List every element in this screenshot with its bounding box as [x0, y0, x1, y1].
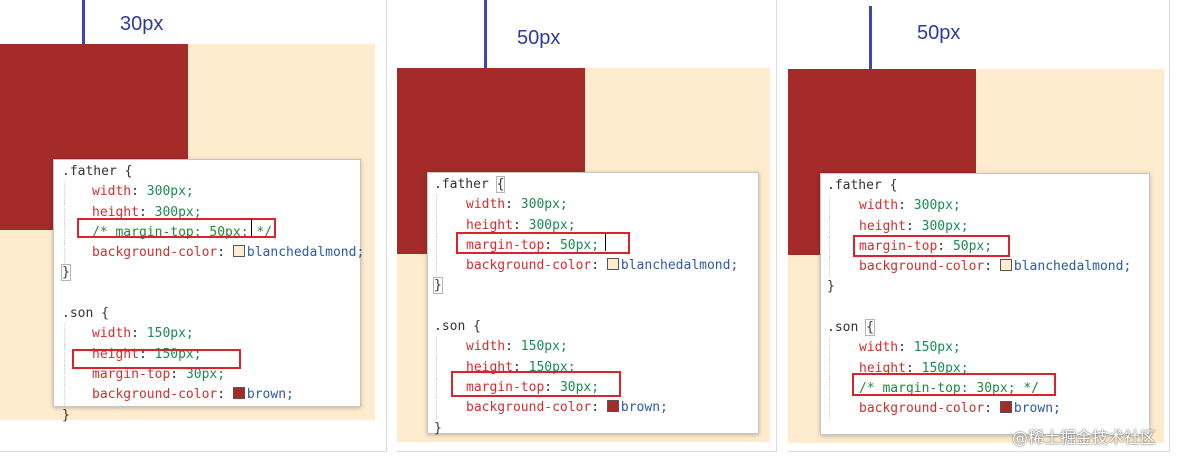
prop-width: width — [466, 197, 506, 213]
val-bg: brown; — [1013, 401, 1061, 417]
prop-height: height — [859, 360, 906, 376]
val-height: 300px; — [154, 204, 202, 220]
val-width: 150px; — [520, 339, 568, 355]
prop-bg: background-color — [859, 259, 985, 275]
selector-son: .son — [827, 320, 859, 336]
val-width: 300px; — [913, 198, 961, 214]
prop-width: width — [92, 326, 132, 342]
close-brace: } — [827, 279, 835, 295]
highlight-box — [77, 218, 276, 238]
val-margin-top: 50px; — [559, 237, 600, 253]
close-brace: } — [61, 264, 71, 282]
color-swatch-icon[interactable] — [999, 259, 1012, 272]
selector-father: .father — [434, 177, 489, 192]
prop-height: height — [859, 218, 906, 234]
val-width: 150px; — [146, 326, 194, 342]
code-editor[interactable]: .father { width: 300px; height: 300px; m… — [427, 172, 759, 436]
prop-margin-top: margin-top — [92, 366, 171, 382]
val-bg: brown; — [246, 387, 294, 403]
val-height: 300px; — [921, 218, 969, 234]
watermark: @稀土掘金技术社区 — [1012, 428, 1157, 447]
code-editor[interactable]: .father { width: 300px; height: 300px; m… — [820, 173, 1150, 435]
prop-margin-top: margin-top — [466, 237, 545, 253]
highlight-box — [451, 371, 621, 397]
selector-son: .son — [62, 306, 94, 322]
highlight-box — [853, 235, 1010, 257]
open-brace: { — [473, 319, 481, 335]
val-margin-top: 50px; — [952, 238, 993, 254]
val-height: 150px; — [528, 359, 576, 375]
prop-height: height — [466, 217, 513, 233]
selector-father: .father — [62, 164, 117, 179]
prop-bg: background-color — [92, 387, 218, 403]
val-width: 300px; — [520, 197, 568, 213]
val-width: 150px; — [913, 340, 961, 356]
prop-width: width — [92, 184, 132, 200]
margin-measure-line — [484, 0, 487, 68]
color-swatch-icon[interactable] — [606, 400, 619, 413]
open-brace: { — [124, 164, 133, 179]
preview-panel-3: 50px .father { width: 300px; height: 300… — [788, 0, 1170, 452]
close-brace: } — [434, 420, 442, 436]
selector-father: .father — [827, 178, 882, 193]
open-brace: { — [889, 178, 898, 193]
prop-bg: background-color — [859, 401, 985, 417]
color-swatch-icon[interactable] — [232, 245, 245, 258]
open-brace: { — [495, 176, 506, 193]
val-height: 150px; — [921, 360, 969, 376]
margin-label: 50px — [517, 27, 561, 49]
preview-panel-2: 50px .father { width: 300px; height: 300… — [397, 0, 777, 452]
preview-panel-1: 30px .father { width: 300px; height: 300… — [0, 0, 387, 452]
color-swatch-icon[interactable] — [606, 258, 619, 271]
margin-label: 50px — [917, 22, 961, 44]
color-swatch-icon[interactable] — [999, 401, 1012, 414]
val-bg: blanchedalmond; — [1013, 259, 1132, 275]
prop-margin-top: margin-top — [859, 238, 938, 254]
prop-width: width — [859, 340, 899, 356]
text-cursor — [605, 234, 606, 251]
prop-margin-top: margin-top — [466, 379, 545, 395]
val-margin-top: 30px; — [559, 379, 600, 395]
comment-margin-top: /* margin-top: 30px; */ — [859, 380, 1040, 396]
margin-measure-line — [869, 6, 872, 69]
text-cursor — [251, 219, 252, 236]
highlight-box — [72, 349, 241, 369]
color-swatch-icon[interactable] — [232, 387, 245, 400]
selector-son: .son — [434, 319, 466, 335]
margin-measure-line — [82, 0, 85, 44]
highlight-box — [456, 232, 630, 254]
margin-label: 30px — [120, 13, 164, 35]
prop-bg: background-color — [92, 245, 218, 261]
val-height: 300px; — [528, 217, 576, 233]
val-margin-top: 30px; — [185, 366, 226, 382]
prop-height: height — [92, 204, 139, 220]
prop-width: width — [466, 339, 506, 355]
prop-width: width — [859, 198, 899, 214]
val-bg: blanchedalmond; — [620, 258, 739, 274]
prop-bg: background-color — [466, 400, 592, 416]
open-brace: { — [865, 319, 875, 337]
close-brace: } — [433, 277, 443, 295]
code-editor[interactable]: .father { width: 300px; height: 300px; /… — [53, 159, 365, 423]
open-brace: { — [101, 306, 109, 322]
close-brace: } — [62, 407, 70, 423]
highlight-box — [852, 373, 1056, 396]
val-bg: brown; — [620, 400, 668, 416]
val-width: 300px; — [146, 184, 194, 200]
prop-height: height — [466, 359, 513, 375]
val-bg: blanchedalmond; — [246, 245, 365, 261]
prop-bg: background-color — [466, 258, 592, 274]
